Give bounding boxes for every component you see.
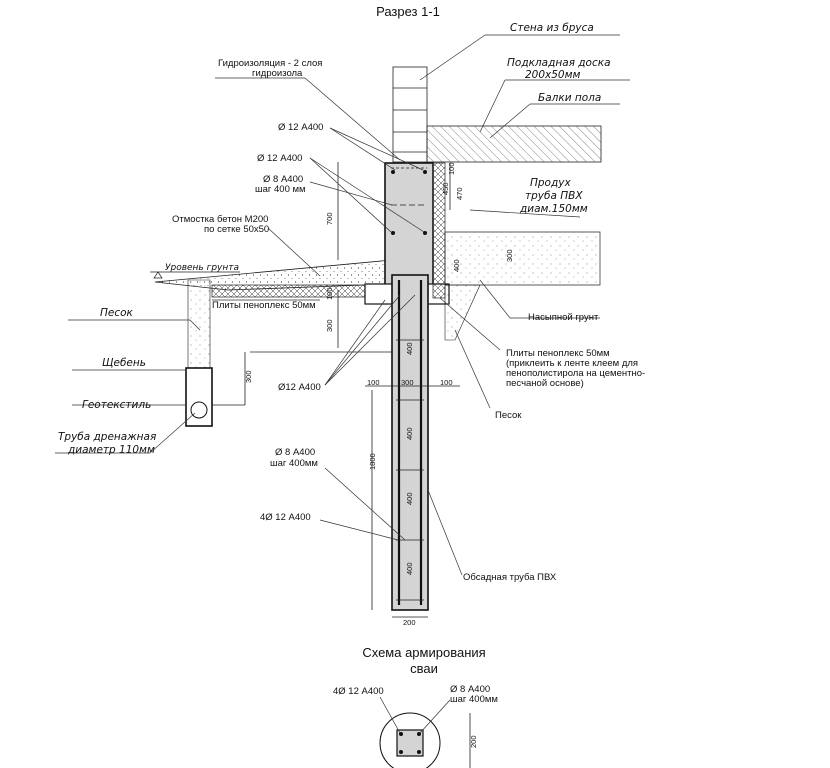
label-rebar12-c: Ø12 А400	[278, 382, 321, 393]
label-blind-1: Отмостка бетон М200	[172, 214, 268, 225]
label-rebar8-1: Ø 8 А400	[263, 174, 303, 185]
sand-left	[187, 279, 211, 369]
scheme-label-rebar8-2: шаг 400мм	[450, 694, 498, 705]
dim-100-bl: 100	[367, 378, 380, 387]
dim-pile-400-4: 400	[405, 562, 414, 575]
label-wall: Стена из бруса	[510, 22, 594, 34]
label-pile-rebar8-2: шаг 400мм	[270, 458, 318, 469]
dim-pile-400-3: 400	[405, 492, 414, 505]
label-sand-right: Песок	[495, 410, 522, 421]
dim-300-left: 300	[325, 319, 334, 332]
dim-400-right: 400	[452, 259, 461, 272]
label-geotextile: Геотекстиль	[82, 399, 151, 411]
label-rebar12-b: Ø 12 А400	[257, 153, 302, 164]
scheme-title-2: сваи	[410, 661, 438, 676]
label-casing: Обсадная труба ПВХ	[463, 572, 557, 583]
timber-wall	[392, 66, 428, 163]
scheme-title-1: Схема армирования	[362, 645, 485, 660]
label-beams: Балки пола	[538, 92, 601, 104]
floor-beams	[426, 125, 602, 163]
scheme-label-rebar8-1: Ø 8 А400	[450, 684, 490, 695]
label-drain-1: Труба дренажная	[58, 431, 156, 443]
penoplex-vertical	[432, 162, 446, 299]
foundation-strip	[384, 162, 434, 292]
label-pile-rebar12: 4Ø 12 А400	[260, 512, 311, 523]
label-penoplex2-1: Плиты пеноплекс 50мм	[506, 348, 610, 359]
scheme-label-rebar12: 4Ø 12 А400	[333, 686, 384, 697]
scheme-dim-200: 200	[469, 735, 478, 748]
section-title: Разрез 1-1	[376, 4, 440, 19]
leader-lines	[55, 34, 630, 576]
label-rebar12-a: Ø 12 А400	[278, 122, 323, 133]
label-pile-rebar8-1: Ø 8 А400	[275, 447, 315, 458]
dim-300-bm: 300	[401, 378, 414, 387]
label-rebar8-2: шаг 400 мм	[255, 184, 306, 195]
label-waterproof-1: Гидроизоляция - 2 слоя	[218, 58, 322, 69]
dim-450: 450	[441, 182, 450, 195]
drain-pipe	[190, 401, 208, 419]
dim-470: 470	[455, 187, 464, 200]
fill-soil	[444, 231, 601, 286]
dim-pile-400-2: 400	[405, 427, 414, 440]
sand-wedge	[444, 284, 481, 341]
gravel-trench	[185, 367, 213, 427]
dim-300-fill: 300	[505, 249, 514, 262]
dim-300-gravel: 300	[244, 370, 253, 383]
label-vent-2: труба ПВХ	[525, 190, 583, 202]
dim-700: 700	[325, 212, 334, 225]
strip-rebar	[391, 167, 427, 235]
label-blind-2: по сетке 50x50	[204, 224, 269, 235]
label-penoplex2-4: песчаной основе)	[506, 378, 584, 389]
label-penoplex2-2: (приклеить к ленте клеем для	[506, 358, 638, 369]
dim-pile-200: 200	[403, 618, 416, 627]
label-penoplex2-3: пенополистирола на цементно-	[506, 368, 645, 379]
dim-100-br: 100	[440, 378, 453, 387]
label-board-2: 200x50мм	[525, 69, 581, 81]
label-gravel: Щебень	[102, 357, 146, 369]
pile-rebar	[396, 280, 424, 605]
label-fill-soil: Насыпной грунт	[528, 312, 599, 323]
label-drain-2: диаметр 110мм	[67, 444, 155, 456]
label-ground-level: Уровень грунта	[165, 263, 239, 273]
dim-100-top: 100	[447, 162, 456, 175]
dimension-lines	[212, 162, 460, 618]
label-vent-3: диам.150мм	[519, 203, 588, 215]
label-board-1: Подкладная доска	[507, 57, 611, 69]
dim-100: 100	[325, 287, 334, 300]
dim-1800: 1800	[368, 453, 377, 470]
pile	[391, 274, 429, 611]
dim-pile-400-1: 400	[405, 342, 414, 355]
label-vent-1: Продух	[530, 177, 571, 189]
label-penoplex-top: Плиты пеноплекс 50мм	[212, 300, 316, 311]
label-sand-left: Песок	[100, 307, 134, 319]
label-waterproof-2: гидроизола	[252, 68, 303, 79]
